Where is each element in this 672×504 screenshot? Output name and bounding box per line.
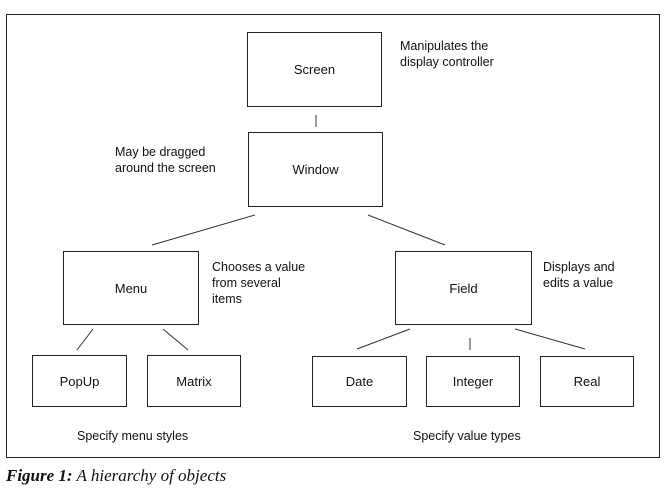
node-label: Matrix [176,373,212,389]
edge-field-date [356,328,411,350]
node-label: Window [292,162,339,177]
edge-menu-matrix [162,328,189,351]
annotation-field: Displays and edits a value [543,260,615,290]
edge-field-real [514,328,586,350]
node-real: Real [540,356,634,407]
node-label: PopUp [59,373,100,389]
node-label: Integer [452,374,494,389]
node-field: Field [395,251,532,325]
annotation-screen: Manipulates the display controller [400,39,494,69]
caption-text: A hierarchy of objects [72,466,227,485]
node-date: Date [312,356,407,407]
caption-label: Figure 1: [6,466,73,485]
edge-menu-popup [76,328,94,351]
node-label: Menu [114,280,148,296]
node-label: Field [449,280,478,296]
node-screen: Screen [247,32,382,107]
node-label: Real [573,374,601,389]
figure-caption: Figure 1: A hierarchy of objects [6,466,226,486]
node-label: Screen [293,62,336,77]
annotation-field-children: Specify value types [413,429,521,443]
edge-window-menu [151,214,256,246]
node-menu: Menu [63,251,199,325]
node-matrix: Matrix [147,355,241,407]
node-label: Date [345,374,374,389]
node-window: Window [248,132,383,207]
diagram-frame [6,14,660,458]
annotation-menu-children: Specify menu styles [77,429,189,443]
edge-window-field [367,214,446,246]
node-popup: PopUp [32,355,127,407]
annotation-menu: Chooses a value from several items [212,260,306,306]
node-integer: Integer [426,356,520,407]
annotation-window: May be dragged around the screen [115,145,216,175]
